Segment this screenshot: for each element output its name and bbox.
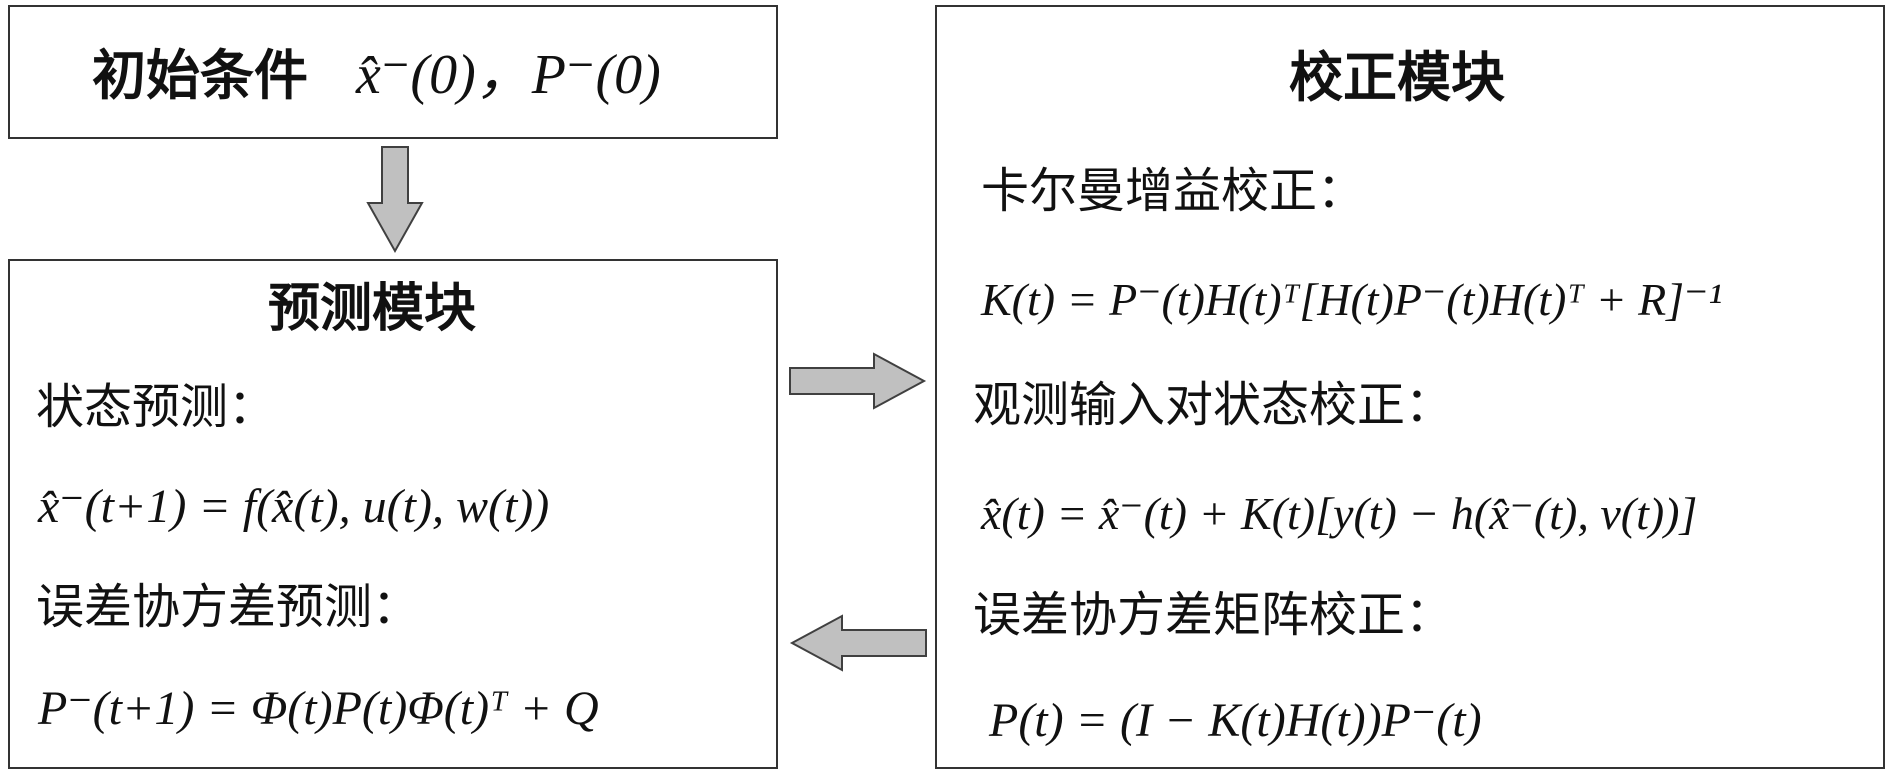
correction-module-box: 校正模块 卡尔曼增益校正： K(t) = P⁻(t)H(t)ᵀ[H(t)P⁻(t… [935,5,1885,769]
observation-correction-label: 观测输入对状态校正： [973,377,1454,433]
prediction-module-title: 预测模块 [268,279,477,339]
covariance-correction-formula: P(t) = (I − K(t)H(t))P⁻(t) [989,694,1482,747]
left-arrow-icon [789,614,927,672]
initial-conditions-formula: x̂⁻(0)，P⁻(0) [356,44,661,106]
covariance-prediction-formula: P⁻(t+1) = Φ(t)P(t)Φ(t)ᵀ + Q [38,682,599,735]
down-arrow-icon [366,146,424,254]
kalman-gain-label: 卡尔曼增益校正： [981,163,1366,219]
kalman-gain-formula: K(t) = P⁻(t)H(t)ᵀ[H(t)P⁻(t)H(t)ᵀ + R]⁻¹ [981,274,1723,325]
observation-correction-formula: x̂(t) = x̂⁻(t) + K(t)[y(t) − h(x̂⁻(t), v… [981,488,1698,539]
state-prediction-label: 状态预测： [36,379,277,435]
covariance-correction-label: 误差协方差矩阵校正： [973,587,1454,643]
covariance-prediction-label: 误差协方差预测： [36,579,421,635]
initial-conditions-box: 初始条件 x̂⁻(0)，P⁻(0) [8,5,778,139]
state-prediction-formula: x̂⁻(t+1) = f(x̂(t), u(t), w(t)) [38,480,550,533]
initial-conditions-label: 初始条件 [92,44,308,107]
correction-module-title: 校正模块 [1289,46,1505,109]
right-arrow-icon [789,352,927,410]
prediction-module-box: 预测模块 状态预测： x̂⁻(t+1) = f(x̂(t), u(t), w(t… [8,259,778,769]
